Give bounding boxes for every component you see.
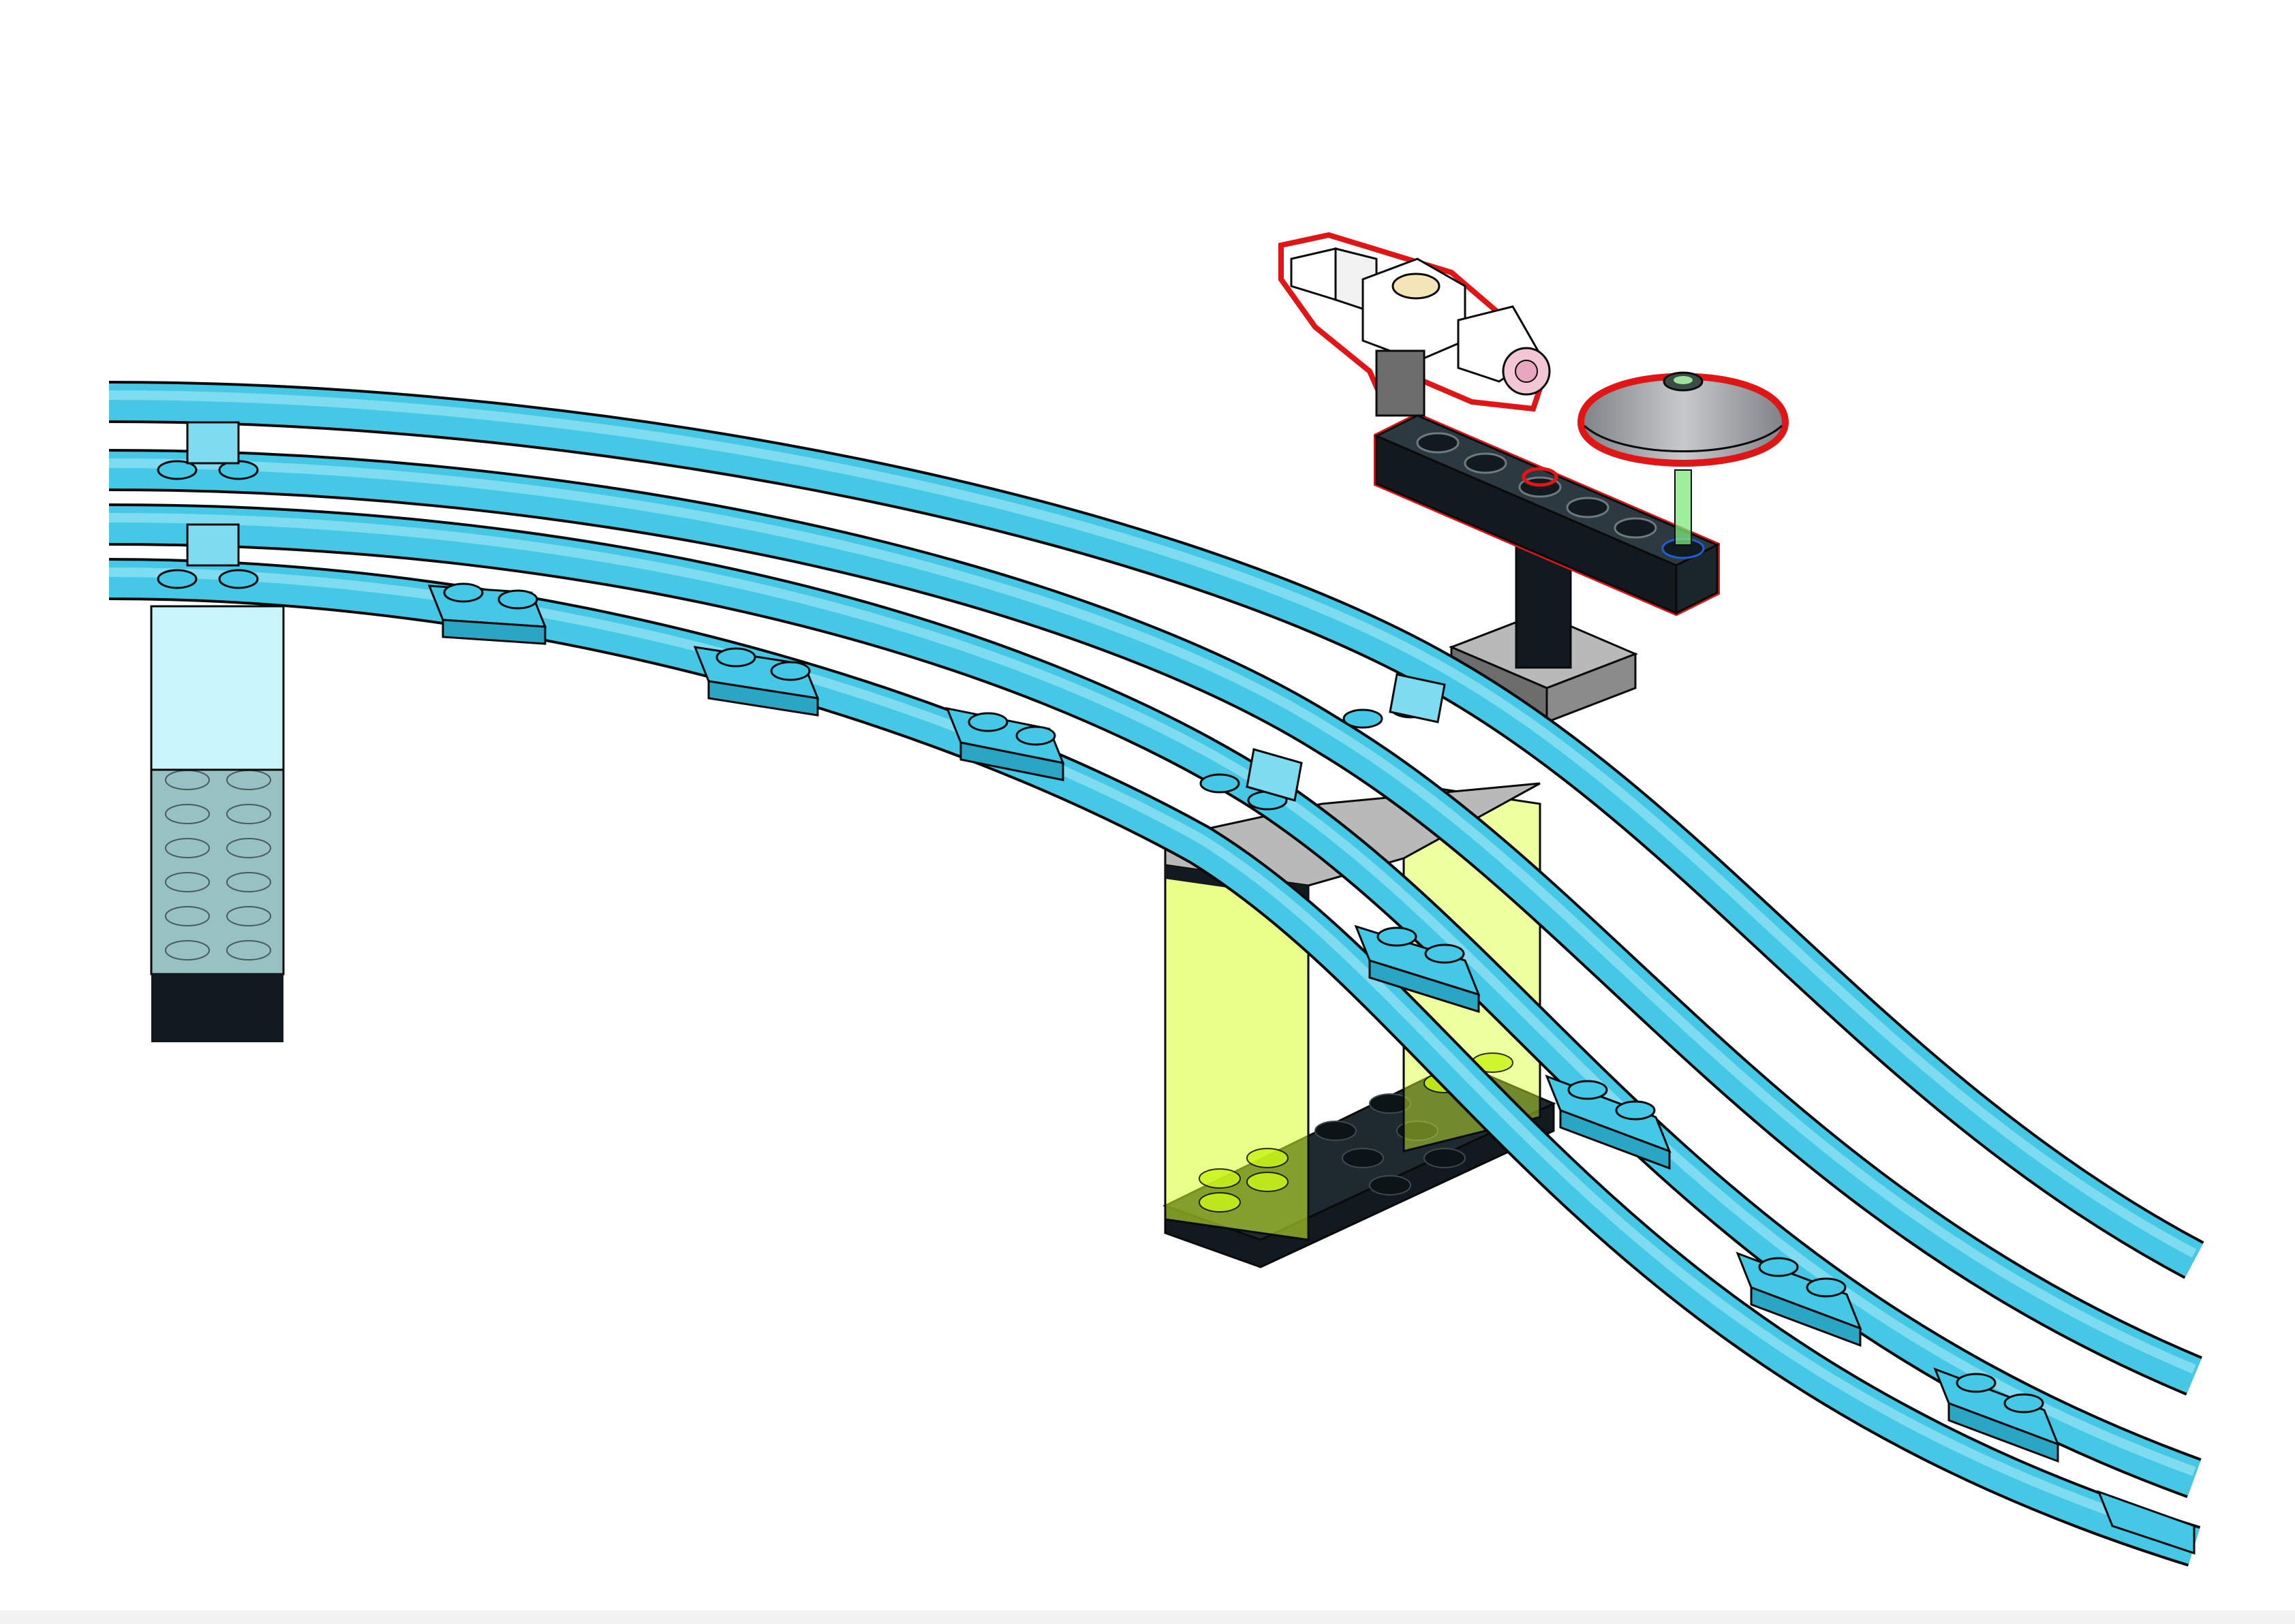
signal-post-assembly <box>1278 232 1789 669</box>
white-cone-tip <box>1290 247 1337 302</box>
post-plate-side-right <box>1545 652 1637 724</box>
silver-dish <box>1577 373 1789 467</box>
track-rail-outer-back-highlight <box>108 390 2197 1258</box>
pink-pin-inner <box>1515 360 1538 383</box>
track-rail-outer-front-highlight <box>108 458 2196 1374</box>
gray-axle-stub <box>1375 349 1426 417</box>
trans-green-axle <box>1674 469 1692 546</box>
white-connector-assembly <box>1278 232 1551 417</box>
left-column-stud-ghosts <box>165 770 271 961</box>
page-bottom-strip <box>0 1610 2295 1624</box>
track-rail-outer-back-fill <box>108 384 2203 1277</box>
track-assembly <box>108 381 2204 1567</box>
sleeper-plate <box>2097 1490 2196 1555</box>
left-support <box>150 605 285 1042</box>
cross-block-hole <box>1391 272 1441 300</box>
left-trans-dark-column <box>150 768 285 975</box>
silver-dish-assembly <box>1577 371 1789 546</box>
black-technic-beam <box>1374 412 1720 616</box>
baseplate-studs <box>1314 1093 1466 1196</box>
technic-beam-pin-red <box>1522 467 1558 487</box>
left-trans-clear-column <box>150 605 285 771</box>
silver-dish-rim <box>1583 424 1783 452</box>
technic-beam-holes <box>1416 432 1705 559</box>
track-joint-tabs <box>186 421 1446 802</box>
left-black-base-brick <box>151 974 283 1042</box>
dish-center-hole <box>1674 376 1693 384</box>
neon-column-studs <box>1199 1052 1513 1213</box>
sleeper-plate <box>693 646 820 717</box>
track-rail-outer-front-fill <box>108 452 2202 1393</box>
